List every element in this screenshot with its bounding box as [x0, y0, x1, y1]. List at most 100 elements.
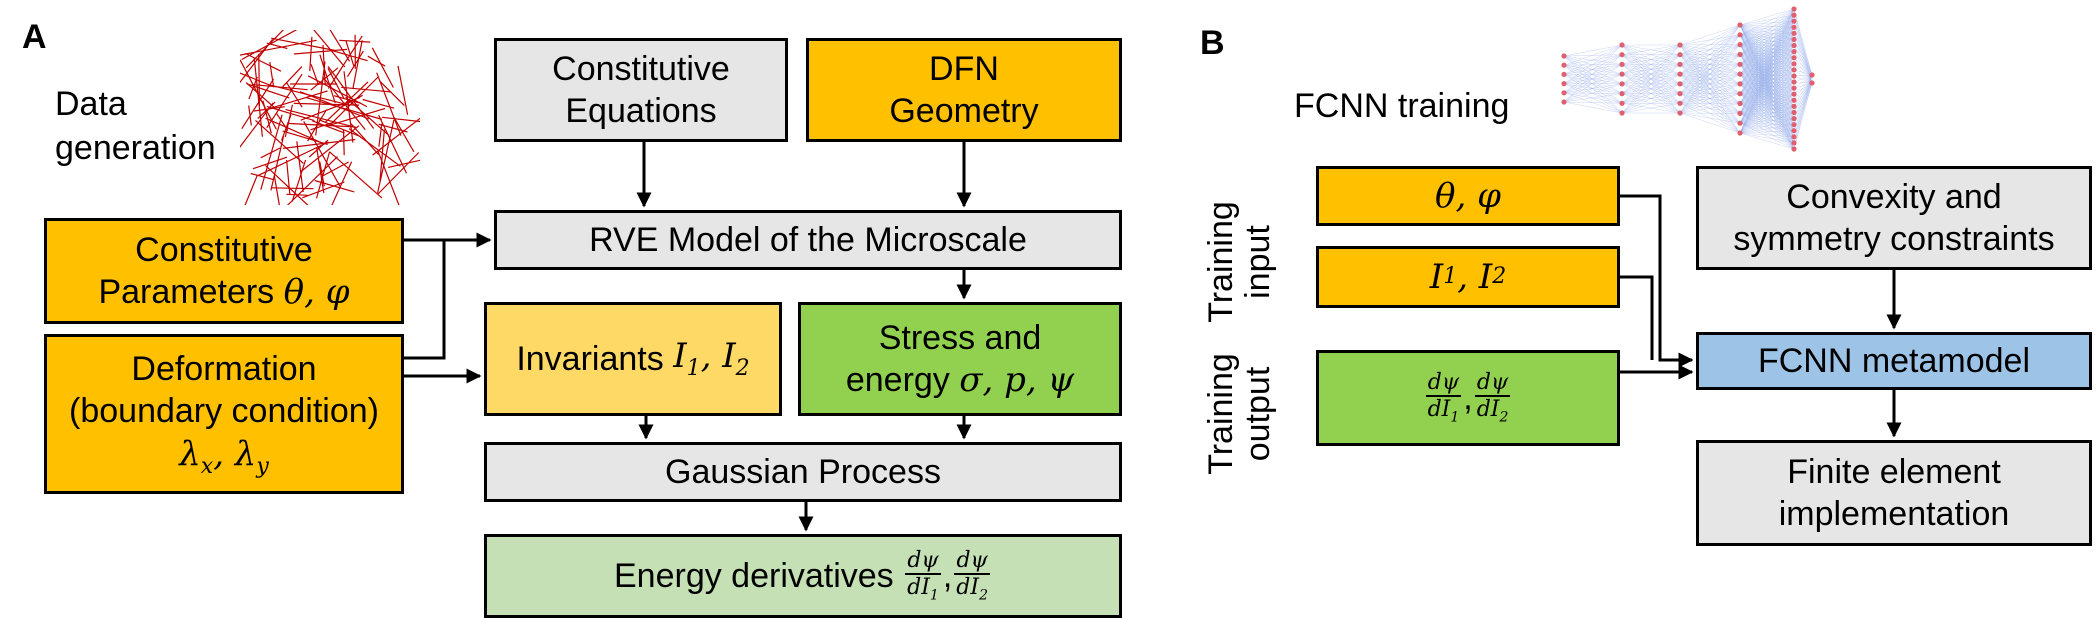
nn-connection [1739, 8, 1795, 104]
neural-network-image [1561, 6, 1815, 152]
nn-connection [1563, 92, 1623, 114]
nn-connection [1739, 8, 1795, 94]
fiber-segment [331, 161, 353, 205]
nn-connection [1739, 33, 1795, 134]
nn-node [1619, 71, 1625, 77]
nn-connection [1563, 65, 1623, 85]
nn-connection [1679, 64, 1741, 114]
fiber-segment [299, 125, 360, 173]
nn-node [1561, 71, 1567, 77]
nn-node [1791, 122, 1797, 128]
sigma-p-psi-symbols: σ, p, ψ [959, 360, 1075, 400]
nn-node [1619, 42, 1625, 48]
nn-node [1791, 116, 1797, 122]
nn-connection [1793, 74, 1813, 125]
fiber-segment [378, 114, 408, 174]
nn-connection [1739, 75, 1795, 134]
nn-connection [1739, 45, 1795, 114]
nn-connection [1793, 74, 1813, 89]
nn-connection [1621, 64, 1681, 114]
fiber-segment [258, 53, 260, 106]
nn-connection [1793, 82, 1813, 125]
theta-phi-box: θ, φ [1316, 166, 1620, 226]
fiber-segment [387, 159, 420, 168]
nn-connection [1679, 24, 1741, 114]
fiber-segment [283, 138, 356, 149]
fiber-segment [246, 83, 290, 99]
fiber-segment [362, 98, 395, 109]
fiber-segment [326, 107, 386, 127]
fiber-segment [248, 105, 252, 126]
nn-connection [1563, 83, 1623, 104]
fiber-network-image [240, 30, 420, 205]
nn-connection [1739, 15, 1795, 124]
nn-node [1791, 91, 1797, 97]
nn-connection [1563, 44, 1623, 66]
fiber-segment [240, 72, 271, 86]
data-generation-label: Data generation [55, 85, 216, 168]
fiber-segment [293, 48, 348, 55]
nn-node [1791, 24, 1797, 30]
fiber-segment [330, 76, 379, 125]
panel-b-label: B [1200, 24, 1225, 62]
fiber-segment [251, 83, 308, 91]
nn-node [1791, 18, 1797, 24]
nn-connection [1739, 27, 1795, 114]
fiber-segment [245, 30, 284, 69]
nn-connection [1563, 92, 1623, 104]
fiber-segment [245, 52, 282, 72]
nn-node [1677, 100, 1683, 106]
nn-connection [1621, 54, 1681, 114]
stress-energy-word: energy [845, 361, 950, 399]
nn-connection [1563, 83, 1623, 114]
nn-connection [1793, 15, 1813, 84]
fiber-segment [318, 119, 360, 137]
nn-connection [1793, 74, 1813, 77]
deformation-line1: Deformation [131, 349, 317, 388]
nn-connection [1679, 24, 1741, 104]
nn-connection [1739, 81, 1795, 134]
nn-connection [1739, 8, 1795, 65]
nn-connection [1563, 64, 1623, 66]
fiber-segment [381, 116, 420, 123]
nn-connection [1621, 44, 1681, 85]
nn-connection [1793, 74, 1813, 113]
nn-connection [1793, 21, 1813, 84]
nn-connection [1621, 73, 1681, 114]
nn-connection [1793, 82, 1813, 131]
finite-element-box: Finite element implementation [1696, 440, 2092, 546]
nn-connection [1793, 74, 1813, 119]
constitutive-equations-box: Constitutive Equations [494, 38, 788, 142]
nn-node [1619, 91, 1625, 97]
nn-connection [1563, 54, 1623, 66]
nn-connection [1679, 54, 1741, 114]
nn-connection [1679, 83, 1741, 114]
fiber-segment [240, 102, 274, 148]
fiber-segment [339, 39, 371, 43]
nn-connection [1793, 82, 1813, 137]
nn-connection [1679, 44, 1741, 114]
nn-connection [1739, 57, 1795, 134]
fiber-segment [248, 76, 258, 100]
nn-connection [1793, 74, 1813, 107]
nn-connection [1739, 51, 1795, 114]
nn-connection [1563, 92, 1623, 94]
nn-connection [1793, 15, 1813, 76]
nn-node [1619, 110, 1625, 116]
nn-connection [1621, 44, 1681, 55]
nn-node [1619, 81, 1625, 87]
nn-connection [1563, 54, 1623, 75]
fiber-segment [377, 152, 420, 195]
nn-connection [1739, 27, 1795, 134]
convexity-constraints-box: Convexity and symmetry constraints [1696, 166, 2092, 270]
fiber-segment [302, 181, 345, 199]
nn-node [1791, 12, 1797, 18]
nn-node [1677, 52, 1683, 58]
fiber-segment [313, 30, 346, 68]
nn-connection [1739, 132, 1795, 150]
nn-connection [1793, 8, 1813, 76]
nn-connection [1563, 93, 1623, 103]
